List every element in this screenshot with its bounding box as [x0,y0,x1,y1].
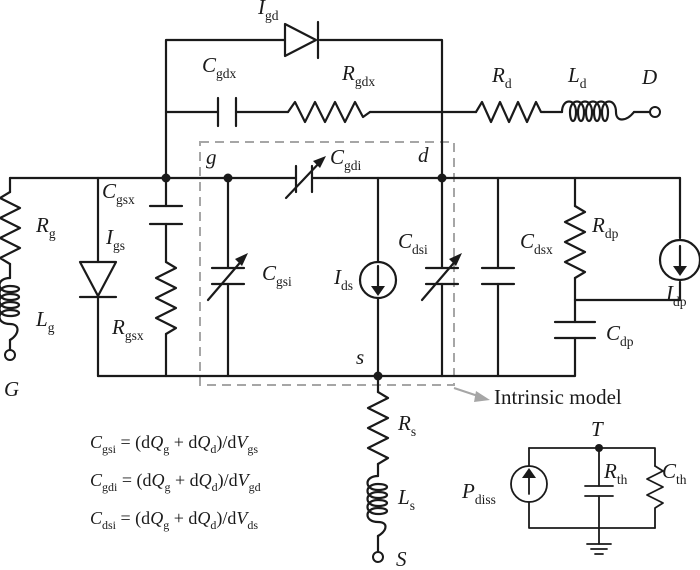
label-node-D: D [641,65,657,89]
thermal-bottom-wire [528,501,656,529]
rg-resistor-icon [0,190,22,266]
cgdi-variable-arrow [284,158,324,200]
label-rd: Rd [491,63,512,91]
ids-arrow-head [371,286,385,296]
cdsx-capacitor-icon [480,266,516,286]
ld-inductor-icon [560,100,636,123]
intrinsic-model-label: Intrinsic model [494,385,622,409]
label-rgdx: Rgdx [341,61,375,89]
cdsi-arrow-head [449,253,462,266]
label-cth: Cth [662,459,687,487]
label-idp: Idp [665,281,687,309]
idp-current-source-icon [658,238,700,282]
label-cdsi: Cdsi [398,229,428,257]
label-node-s: s [356,345,364,369]
rgsx-resistor-icon [154,260,178,336]
label-pdiss: Pdiss [461,479,496,507]
gate-terminal[interactable] [4,349,16,361]
junction-dot [161,173,171,183]
label-cdp: Cdp [606,321,634,349]
label-cgdx: Cgdx [202,53,237,81]
cgdi-arrow-head [313,156,326,168]
ground-icon [586,543,612,555]
cdsx-bottom-wire [440,282,500,378]
junction-dot [437,173,447,183]
junction-dot-T [595,444,603,452]
equation-cgsi: Cgsi = (dQg + dQd)/dVgs [90,432,258,456]
label-node-G: G [4,377,19,401]
junction-dot [373,371,383,381]
label-cgsi: Cgsi [262,261,292,289]
cdp-capacitor-icon [553,320,597,340]
igd-left-wire [164,38,287,180]
label-igs: Igs [105,225,125,253]
rdp-resistor-icon [563,204,587,280]
rs-resistor-icon [366,390,390,466]
cgdx-capacitor-icon [216,96,238,128]
source-terminal[interactable] [372,551,384,563]
cgsx-capacitor-icon [148,204,184,226]
ls-inductor-icon [366,474,389,538]
label-node-g: g [206,145,217,169]
label-node-T: T [591,417,604,441]
label-rdp: Rdp [591,213,619,241]
lg-inductor-icon [0,276,21,342]
equation-cdsi: Cdsi = (dQg + dQd)/dVds [90,508,258,532]
junction-dot [223,173,233,183]
label-ld: Ld [567,63,587,91]
idp-arrow-head [673,266,687,276]
intrinsic-pointer-line [453,387,479,397]
label-lg: Lg [35,307,55,335]
label-cgsx: Cgsx [102,179,135,207]
rgdx-resistor-icon [286,100,372,124]
label-ids: Ids [333,265,353,293]
label-cgdi: Cgdi [330,145,362,173]
igs-diode-icon [78,260,118,298]
equation-cgdi: Cgdi = (dQg + dQd)/dVgd [90,470,261,494]
rth-capacitor-icon [584,485,614,497]
label-node-S: S [396,547,407,570]
cth-resistor-icon [646,465,664,529]
intrinsic-pointer-arrow [474,391,490,402]
cdp-bottom-wire [496,336,577,378]
drain-terminal[interactable] [649,106,661,118]
label-rgsx: Rgsx [111,315,144,343]
label-rg: Rg [35,213,56,241]
igd-diode-icon [283,22,318,58]
cgsi-variable-arrow [206,256,246,302]
label-igd: Igd [257,0,279,23]
idp-bottom-wire [573,280,682,302]
label-node-d: d [418,143,429,167]
label-rth: Rth [603,459,628,487]
igd-right-wire [318,38,444,180]
pdiss-arrow-head [522,468,536,478]
label-rs: Rs [397,411,416,439]
thermal-top-wire [528,447,656,467]
label-ls: Ls [397,485,415,513]
rd-resistor-icon [474,100,546,124]
cdsi-variable-arrow [420,256,460,302]
label-cdsx: Cdsx [520,229,553,257]
cgsi-arrow-head [235,253,248,266]
